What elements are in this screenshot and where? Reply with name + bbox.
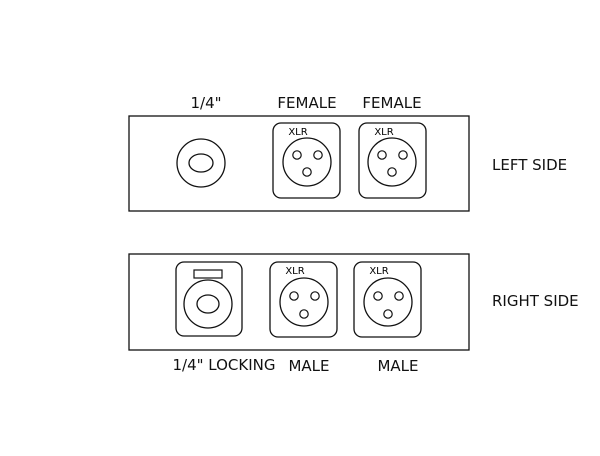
right-xlr-male-1: XLR bbox=[269, 261, 338, 338]
left-xlr-female-1: XLR bbox=[272, 122, 341, 199]
left-side-label: LEFT SIDE bbox=[492, 156, 568, 174]
right-side-label: RIGHT SIDE bbox=[492, 292, 579, 310]
right-xlr1-marking: XLR bbox=[285, 266, 304, 277]
right-panel-outline bbox=[128, 253, 470, 351]
right-xlr2-marking: XLR bbox=[369, 266, 388, 277]
right-side-panel: XLR XLR bbox=[128, 253, 470, 351]
left-side-panel: XLR XLR bbox=[128, 115, 470, 212]
left-xlr2-label: FEMALE bbox=[362, 94, 422, 112]
right-xlr1-label: MALE bbox=[288, 357, 330, 375]
right-xlr2-label: MALE bbox=[377, 357, 419, 375]
left-xlr1-label: FEMALE bbox=[277, 94, 337, 112]
right-xlr-male-2: XLR bbox=[353, 261, 422, 338]
left-quarter-inch-jack bbox=[176, 138, 226, 188]
locking-tab bbox=[193, 269, 223, 279]
left-xlr2-marking: XLR bbox=[374, 127, 393, 138]
left-xlr1-marking: XLR bbox=[288, 127, 307, 138]
left-panel-outline bbox=[128, 115, 470, 212]
left-quarter-inch-label: 1/4" bbox=[190, 94, 222, 112]
right-quarter-inch-locking-jack bbox=[175, 261, 243, 337]
left-xlr-female-2: XLR bbox=[358, 122, 427, 199]
right-quarter-inch-locking-label: 1/4" LOCKING bbox=[172, 356, 276, 374]
